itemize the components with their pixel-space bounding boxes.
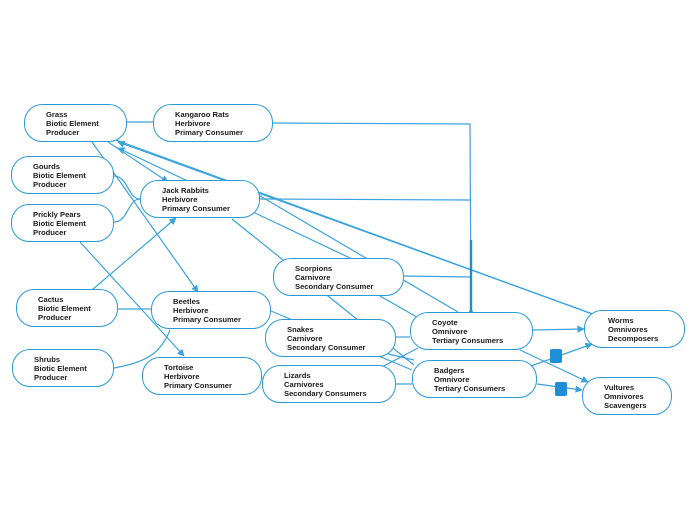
edge-jack-rabbits-coyote2 [242,185,459,313]
node-gourds[interactable]: Gourds Biotic Element Producer [11,156,114,194]
node-type: Primary Consumer [162,203,230,213]
node-shrubs[interactable]: Shrubs Biotic Element Producer [12,349,114,387]
node-role: Omnivores [608,324,648,334]
node-type: Producer [46,127,80,137]
node-name: Badgers [434,365,465,375]
node-name: Prickly Pears [33,209,81,219]
node-type: Primary Consumer [175,127,243,137]
node-name: Cactus [38,294,64,304]
edge-prickly-jack-rabbits [113,198,141,223]
node-name: Gourds [33,161,61,171]
node-name: Lizards [284,370,311,380]
edge-vultures-grass [115,139,599,317]
edge-jack-rabbits-coyote [259,198,471,201]
edge-coyote-worms [532,325,585,333]
node-jack-rabbits[interactable]: Jack Rabbits Herbivore Primary Consumer [140,180,260,218]
node-role: Omnivore [434,374,470,384]
node-name: Coyote [432,317,458,327]
node-type: Scavengers [604,400,647,410]
edge-lizards-coyote [379,347,419,369]
node-role: Biotic Element [33,218,86,228]
node-role: Biotic Element [46,118,99,128]
node-worms[interactable]: Worms Omnivores Decomposers [584,310,685,348]
node-role: Biotic Element [38,303,91,313]
node-type: Producer [33,227,67,237]
node-name: Jack Rabbits [162,185,209,195]
node-tortoise[interactable]: Tortoise Herbivore Primary Consumer [142,357,262,395]
node-type: Primary Consumer [173,314,241,324]
node-prickly-pears[interactable]: Prickly Pears Biotic Element Producer [11,204,114,242]
node-name: Beetles [173,296,201,306]
node-role: Omnivore [432,326,468,336]
node-role: Herbivore [175,118,211,128]
node-name: Vultures [604,382,635,392]
edge-scorpions-coyote [403,275,471,278]
edge-coyote-vultures [519,349,589,383]
node-vultures[interactable]: Vultures Omnivores Scavengers [582,377,672,415]
node-type: Decomposers [608,333,659,343]
node-beetles[interactable]: Beetles Herbivore Primary Consumer [151,291,271,329]
node-role: Biotic Element [33,170,86,180]
node-role: Carnivore [287,333,323,343]
node-role: Herbivore [164,371,200,381]
edge-gourds-jack-rabbits [113,175,141,200]
node-role: Biotic Element [34,363,87,373]
node-name: Scorpions [295,263,333,273]
node-grass[interactable]: Grass Biotic Element Producer [24,104,127,142]
node-role: Carnivore [295,272,331,282]
node-name: Shrubs [34,354,61,364]
link-marker-upper[interactable] [550,349,562,363]
node-role: Herbivore [173,305,209,315]
node-role: Herbivore [162,194,198,204]
node-role: Carnivores [284,379,324,389]
node-name: Snakes [287,324,314,334]
node-type: Secondary Consumers [284,388,367,398]
node-type: Tertiary Consumers [434,383,506,393]
node-name: Worms [608,315,634,325]
node-coyote[interactable]: Coyote Omnivore Tertiary Consumers [410,312,533,350]
node-cactus[interactable]: Cactus Biotic Element Producer [16,289,118,327]
node-snakes[interactable]: Snakes Carnivore Secondary Consumer [265,319,396,357]
node-type: Secondary Consumer [287,342,366,352]
node-name: Tortoise [164,362,194,372]
node-type: Tertiary Consumers [432,335,504,345]
node-name: Grass [46,109,68,119]
node-scorpions[interactable]: Scorpions Carnivore Secondary Consumer [273,258,404,296]
node-type: Producer [34,372,68,382]
node-type: Secondary Consumer [295,281,374,291]
node-badgers[interactable]: Badgers Omnivore Tertiary Consumers [412,360,537,398]
node-role: Omnivores [604,391,644,401]
edge-shrubs-beetles [113,329,171,369]
node-type: Producer [38,312,72,322]
node-type: Producer [33,179,67,189]
node-type: Primary Consumer [164,380,232,390]
link-marker-lower[interactable] [555,382,567,396]
edge-cactus-jack-rabbits [91,217,177,291]
node-lizards[interactable]: Lizards Carnivores Secondary Consumers [262,365,396,403]
node-kangaroo-rats[interactable]: Kangaroo Rats Herbivore Primary Consumer [153,104,273,142]
node-name: Kangaroo Rats [175,109,230,119]
